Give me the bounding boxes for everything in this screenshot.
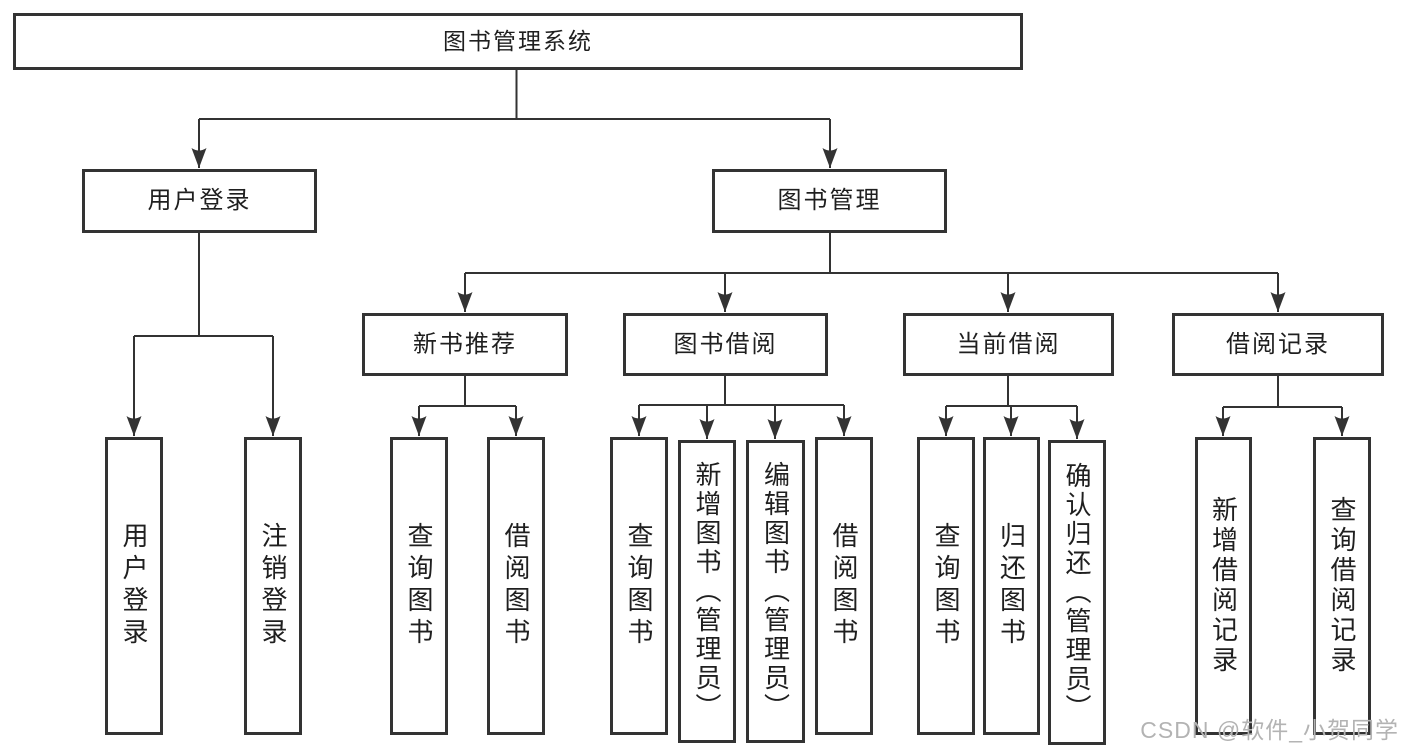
csdn-watermark: CSDN @软件_小贺同学 <box>1140 717 1399 743</box>
leaf-borrow-book-borrow: 借阅图书 <box>815 437 873 735</box>
leaf-logout: 注销登录 <box>244 437 302 735</box>
leaf-query-book-current: 查询图书 <box>917 437 975 735</box>
node-book-management: 图书管理 <box>712 169 947 233</box>
node-root-system: 图书管理系统 <box>13 13 1023 70</box>
leaf-query-book-recommend: 查询图书 <box>390 437 448 735</box>
leaf-borrow-book-recommend: 借阅图书 <box>487 437 545 735</box>
leaf-query-borrow-record: 查询借阅记录 <box>1313 437 1371 735</box>
connector-bookmgmt-rail <box>465 233 1278 274</box>
leaf-confirm-return-admin: 确认归还（管理员） <box>1048 440 1106 745</box>
connector-borrowrecord-rail <box>1223 376 1342 408</box>
connector-newbook-rail <box>419 376 516 407</box>
node-borrow-records: 借阅记录 <box>1172 313 1384 376</box>
leaf-user-login: 用户登录 <box>105 437 163 735</box>
leaf-edit-book-admin: 编辑图书（管理员） <box>746 440 805 743</box>
connector-bookborrow-rail <box>639 376 844 406</box>
connector-currentborrow-rail <box>946 376 1077 407</box>
node-current-borrow: 当前借阅 <box>903 313 1114 376</box>
node-new-book-recommend: 新书推荐 <box>362 313 568 376</box>
leaf-add-borrow-record: 新增借阅记录 <box>1195 437 1252 735</box>
node-user-login: 用户登录 <box>82 169 317 233</box>
leaf-query-book-borrow: 查询图书 <box>610 437 668 735</box>
leaf-return-book: 归还图书 <box>983 437 1040 735</box>
connector-userlogin-rail <box>134 233 273 337</box>
leaf-add-book-admin: 新增图书（管理员） <box>678 440 736 743</box>
node-book-borrow: 图书借阅 <box>623 313 828 376</box>
